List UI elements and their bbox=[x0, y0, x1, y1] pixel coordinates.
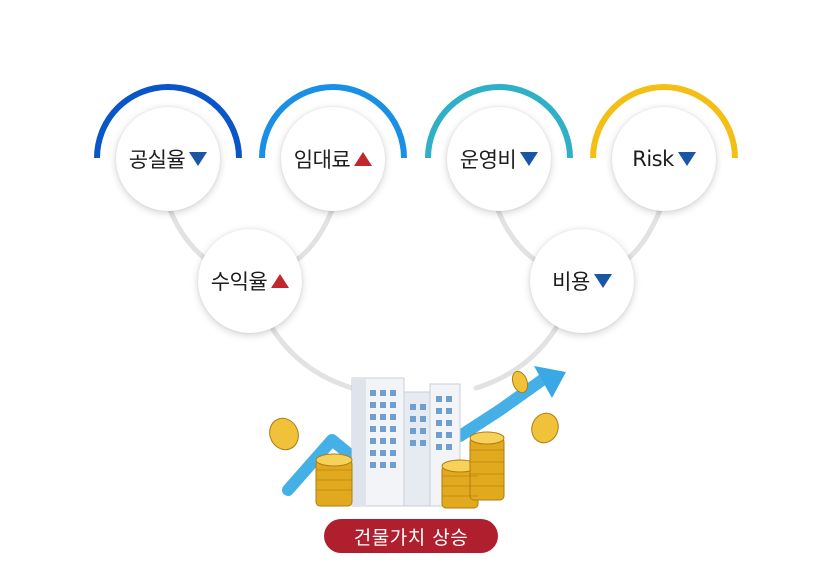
node-rent-label: 임대료 bbox=[293, 148, 351, 172]
node-risk-label: Risk bbox=[632, 147, 674, 171]
node-cost-label: 비용 bbox=[552, 270, 590, 294]
coin-icon bbox=[269, 370, 559, 451]
node-vacancy: 공실율 bbox=[116, 107, 220, 211]
node-revenue: 수익율 bbox=[198, 229, 302, 333]
result-label: 건물가치 상승 bbox=[353, 526, 469, 549]
trend-down-icon bbox=[520, 152, 539, 166]
node-rent: 임대료 bbox=[281, 107, 385, 211]
result-badge: 건물가치 상승 bbox=[324, 519, 498, 553]
node-vacancy-label: 공실율 bbox=[128, 148, 186, 172]
trend-down-icon bbox=[677, 152, 696, 166]
connector-opex-cost bbox=[495, 207, 541, 265]
node-cost: 비용 bbox=[530, 229, 634, 333]
node-revenue-label: 수익율 bbox=[210, 270, 268, 294]
trend-up-icon bbox=[354, 152, 373, 166]
trend-down-icon bbox=[593, 274, 612, 288]
node-opex: 운영비 bbox=[447, 107, 551, 211]
coin-stack-icon bbox=[315, 431, 505, 509]
connector-risk-cost bbox=[621, 207, 663, 265]
arc-rent bbox=[259, 84, 407, 159]
node-risk: Risk bbox=[612, 107, 716, 211]
trend-down-icon bbox=[189, 152, 208, 166]
building-icon bbox=[351, 377, 461, 507]
arc-opex bbox=[425, 84, 573, 159]
connector-revenue-result bbox=[269, 325, 355, 391]
connector-rent-revenue bbox=[291, 207, 335, 265]
arcs bbox=[94, 84, 738, 159]
trend-up-icon bbox=[271, 274, 290, 288]
arc-vacancy bbox=[94, 84, 242, 159]
connector-cost-result bbox=[473, 325, 559, 391]
node-opex-label: 운영비 bbox=[459, 148, 517, 172]
arc-risk bbox=[590, 84, 738, 159]
